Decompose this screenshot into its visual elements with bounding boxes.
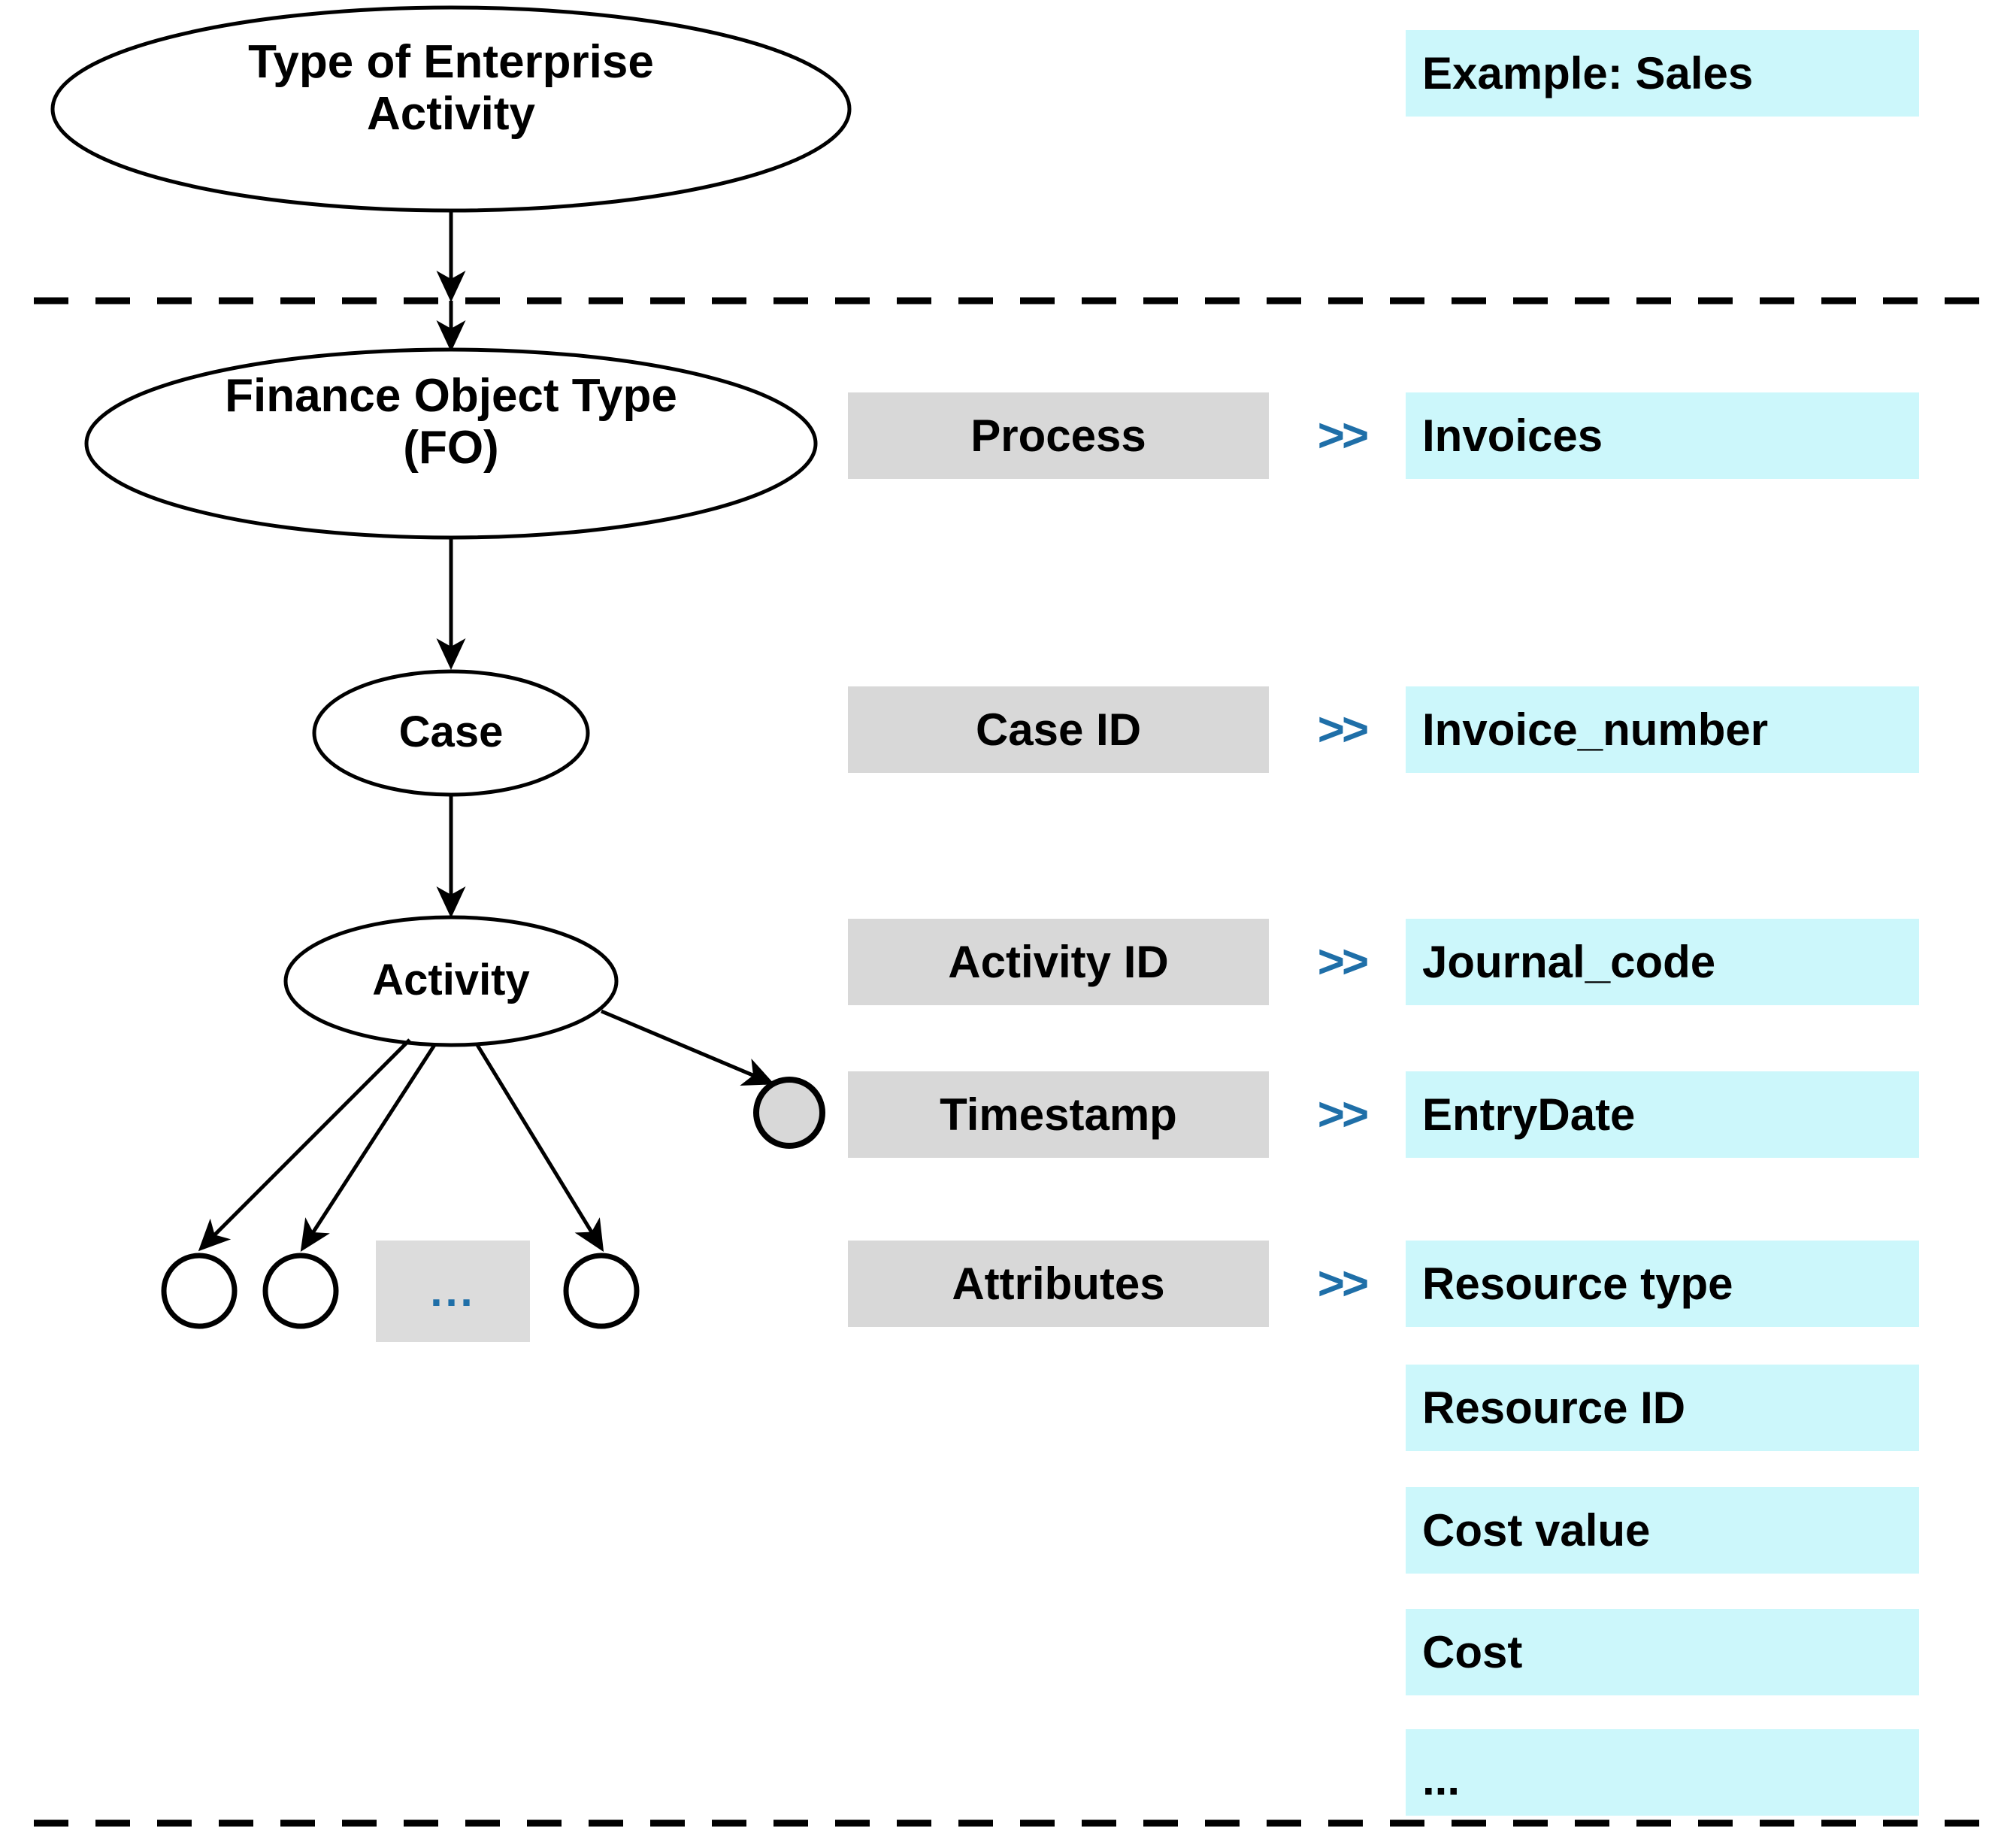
node-attribute-circle-3 (563, 1253, 640, 1329)
mapping-separator-timestamp: >> (1317, 1089, 1369, 1141)
node-attribute-circle-2 (262, 1253, 339, 1329)
extra-attribute-cost: Cost (1406, 1609, 1919, 1695)
edge-activity-to-timestamp-node (601, 1009, 775, 1086)
extra-attribute-cost-value: Cost value (1406, 1487, 1919, 1574)
edge-activity-to-attr-3 (475, 1044, 604, 1253)
node-type-of-enterprise-activity-shape (50, 5, 852, 213)
attribute-ellipsis-box: ... (376, 1241, 530, 1342)
mapping-separator-attributes: >> (1317, 1258, 1369, 1310)
node-activity-shape (283, 915, 619, 1047)
mapping-separator-case-id: >> (1317, 704, 1369, 756)
extra-attribute-resource-id: Resource ID (1406, 1365, 1919, 1451)
edge-activity-to-attr-2 (300, 1044, 437, 1253)
extra-attribute-ellipsis: ... (1406, 1729, 1919, 1816)
mapping-key-process: Process (848, 392, 1269, 479)
node-timestamp-attribute-shape (753, 1077, 825, 1149)
mapping-key-activity-id: Activity ID (848, 919, 1269, 1005)
mapping-value-entrydate: EntryDate (1406, 1071, 1919, 1158)
example-header-chip: Example: Sales (1406, 30, 1919, 117)
mapping-key-attributes: Attributes (848, 1241, 1269, 1327)
mapping-key-timestamp: Timestamp (848, 1071, 1269, 1158)
node-finance-object-type-shape (84, 347, 818, 540)
edge-activity-to-attr-1 (198, 1038, 411, 1252)
mapping-value-journal-code: Journal_code (1406, 919, 1919, 1005)
mapping-key-case-id: Case ID (848, 686, 1269, 773)
node-case-shape (312, 669, 590, 797)
mapping-separator-process: >> (1317, 410, 1369, 462)
node-attribute-circle-1 (161, 1253, 238, 1329)
mapping-separator-activity-id: >> (1317, 936, 1369, 988)
mapping-value-invoices: Invoices (1406, 392, 1919, 479)
mapping-value-invoice-number: Invoice_number (1406, 686, 1919, 773)
mapping-value-resource-type: Resource type (1406, 1241, 1919, 1327)
